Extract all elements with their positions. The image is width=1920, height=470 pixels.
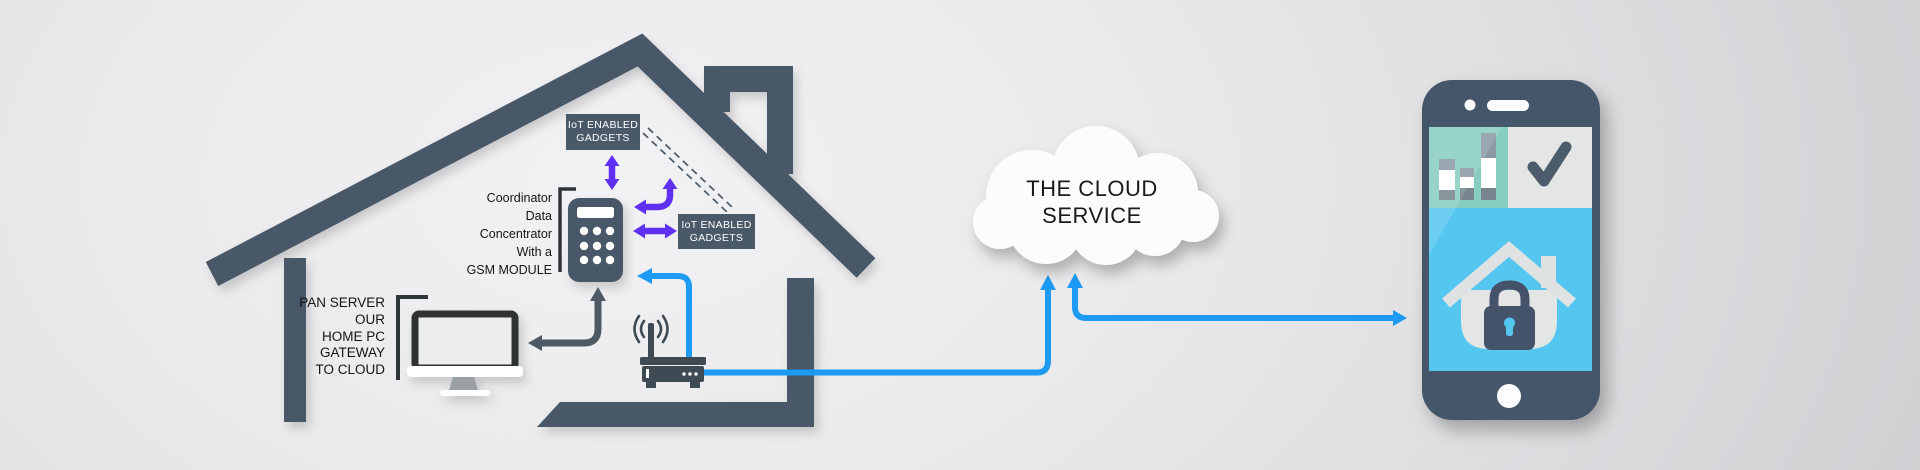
check-mark-icon [1527,141,1572,187]
coordinator-device-icon [568,198,623,282]
coordinator-label: Coordinator Data Concentrator With a GSM… [410,189,552,279]
cloud-service-line2: SERVICE [1042,203,1142,228]
padlock-icon [1489,280,1530,308]
wifi-signal-icon [633,314,669,344]
pan-server-label: PAN SERVER OUR HOME PC GATEWAY TO CLOUD [250,295,385,379]
pan-server-label-line: HOME PC [321,328,385,344]
cloud-icon [973,126,1219,265]
house-outline-icon [205,33,876,427]
left-wall [284,258,306,422]
pan-server-bracket [396,295,428,380]
purple-link-arrows [604,155,678,239]
cloud-service-line1: THE CLOUD [1026,176,1158,201]
pan-server-label-line: TO CLOUD [315,362,385,378]
blue-data-arrows [637,268,1407,376]
home-lock-icon [1442,241,1576,350]
antenna [648,323,654,359]
roof [205,33,876,286]
iot-gadgets-top-line2: GADGETS [576,132,630,144]
wifi-router-icon [633,314,706,388]
iot-gadgets-right-line1: IoT ENABLED [681,218,752,231]
pan-server-label-line: OUR [355,311,385,327]
monitor-icon [407,310,523,396]
coordinator-label-line: Coordinator [486,191,552,205]
coordinator-pc-arrow [528,287,606,351]
pan-server-label-line: PAN SERVER [299,295,385,310]
coordinator-label-line: With a [516,245,552,259]
smartphone-icon [1422,80,1600,420]
coordinator-bracket [558,187,576,272]
iot-gadgets-top-line1: IoT ENABLED [567,119,639,131]
iot-gadgets-right-line2: GADGETS [689,231,744,244]
iot-gadgets-label-right: IoT ENABLED GADGETS [678,214,755,249]
coordinator-label-line: GSM MODULE [466,263,552,277]
chimney-icon [704,66,793,174]
home-button [1497,384,1521,408]
coordinator-label-line: Data [525,209,552,223]
iot-gadgets-label-top: IoT ENABLED GADGETS [566,114,640,150]
floor [537,402,814,427]
cloud-service-label: THE CLOUD SERVICE [1002,175,1182,229]
coordinator-label-line: Concentrator [479,227,552,241]
pan-server-label-line: GATEWAY [319,345,385,361]
wireless-dashed-link [642,127,734,214]
camera-icon [1464,99,1476,111]
speaker-icon [1487,100,1529,111]
